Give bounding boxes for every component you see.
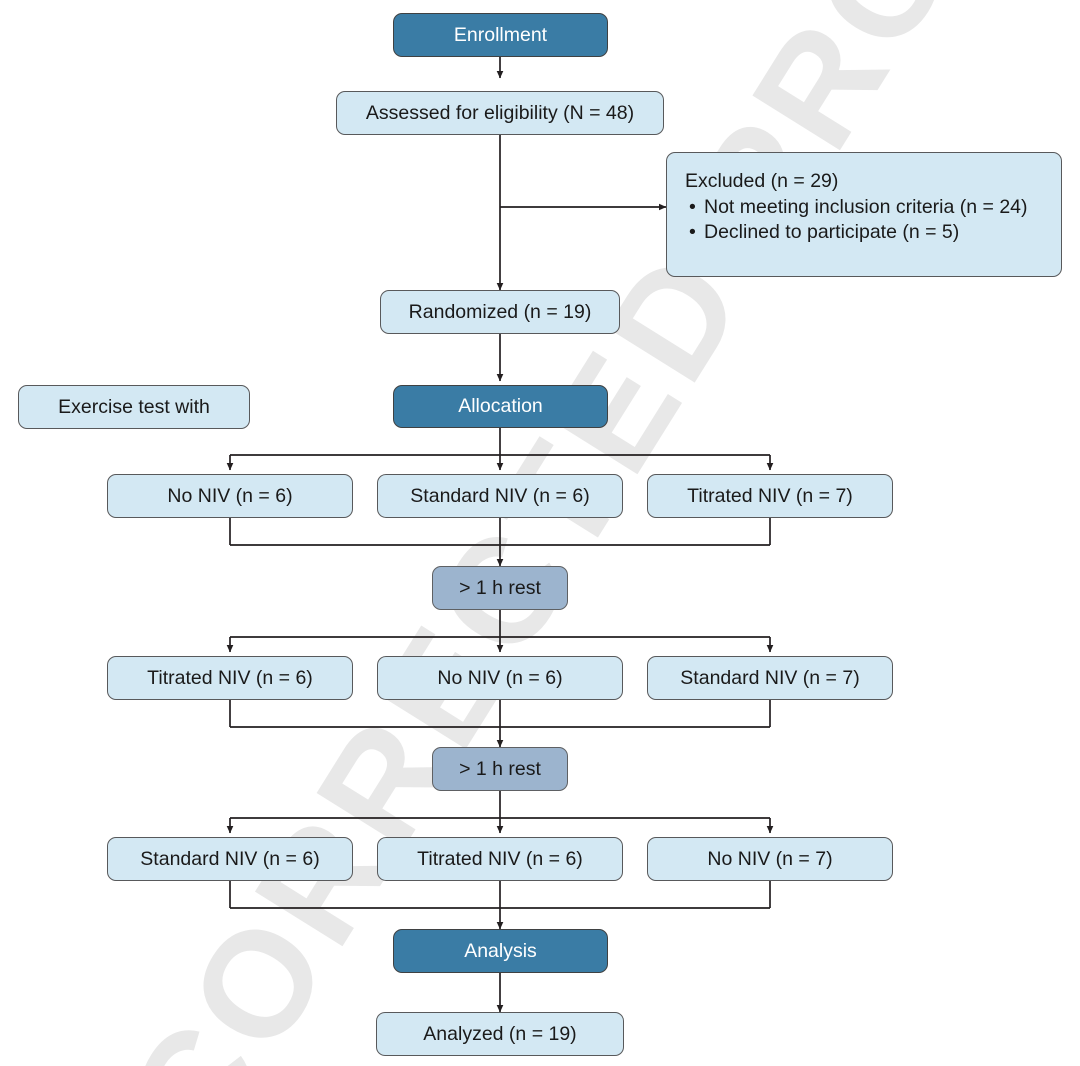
node-period1-arm-right-label: Titrated NIV (n = 7) [687,484,853,507]
stage-header-analysis-label: Analysis [464,939,537,962]
node-randomized: Randomized (n = 19) [380,290,620,334]
excluded-reason-2: • Declined to participate (n = 5) [685,220,1045,246]
node-period2-arm-left-label: Titrated NIV (n = 6) [147,666,313,689]
excluded-reason-1: • Not meeting inclusion criteria (n = 24) [685,195,1045,221]
excluded-reason-2-label: Declined to participate (n = 5) [704,221,960,244]
node-period3-arm-right: No NIV (n = 7) [647,837,893,881]
node-assessed-for-eligibility: Assessed for eligibility (N = 48) [336,91,664,135]
node-period1-arm-left-label: No NIV (n = 6) [167,484,293,507]
bullet-icon: • [689,195,696,218]
node-period2-arm-center-label: No NIV (n = 6) [437,666,563,689]
node-period3-arm-center: Titrated NIV (n = 6) [377,837,623,881]
node-randomized-label: Randomized (n = 19) [408,300,592,323]
excluded-title: Excluded (n = 29) [685,170,839,192]
bullet-icon: • [689,221,696,244]
excluded-reason-1-label: Not meeting inclusion criteria (n = 24) [704,195,1028,218]
node-period3-arm-center-label: Titrated NIV (n = 6) [417,847,583,870]
node-period1-arm-right: Titrated NIV (n = 7) [647,474,893,518]
node-period2-arm-right: Standard NIV (n = 7) [647,656,893,700]
node-period3-arm-left-label: Standard NIV (n = 6) [140,847,320,870]
node-rest-1: > 1 h rest [432,566,568,610]
node-rest-2: > 1 h rest [432,747,568,791]
stage-header-enrollment: Enrollment [393,13,608,57]
node-period3-arm-right-label: No NIV (n = 7) [707,847,833,870]
node-period2-arm-left: Titrated NIV (n = 6) [107,656,353,700]
node-period1-arm-left: No NIV (n = 6) [107,474,353,518]
node-analyzed: Analyzed (n = 19) [376,1012,624,1056]
node-exercise-test-note-label: Exercise test with [58,395,210,418]
node-period1-arm-center-label: Standard NIV (n = 6) [410,484,590,507]
node-excluded: Excluded (n = 29) • Not meeting inclusion… [666,152,1062,277]
node-period1-arm-center: Standard NIV (n = 6) [377,474,623,518]
node-exercise-test-note: Exercise test with [18,385,250,429]
node-period2-arm-center: No NIV (n = 6) [377,656,623,700]
stage-header-analysis: Analysis [393,929,608,973]
node-analyzed-label: Analyzed (n = 19) [423,1022,577,1045]
node-assessed-for-eligibility-label: Assessed for eligibility (N = 48) [365,101,635,124]
node-rest-2-label: > 1 h rest [459,757,541,780]
node-rest-1-label: > 1 h rest [459,576,541,599]
node-period2-arm-right-label: Standard NIV (n = 7) [680,666,860,689]
stage-header-allocation: Allocation [393,385,608,428]
stage-header-allocation-label: Allocation [458,395,543,418]
node-period3-arm-left: Standard NIV (n = 6) [107,837,353,881]
stage-header-enrollment-label: Enrollment [453,23,548,46]
